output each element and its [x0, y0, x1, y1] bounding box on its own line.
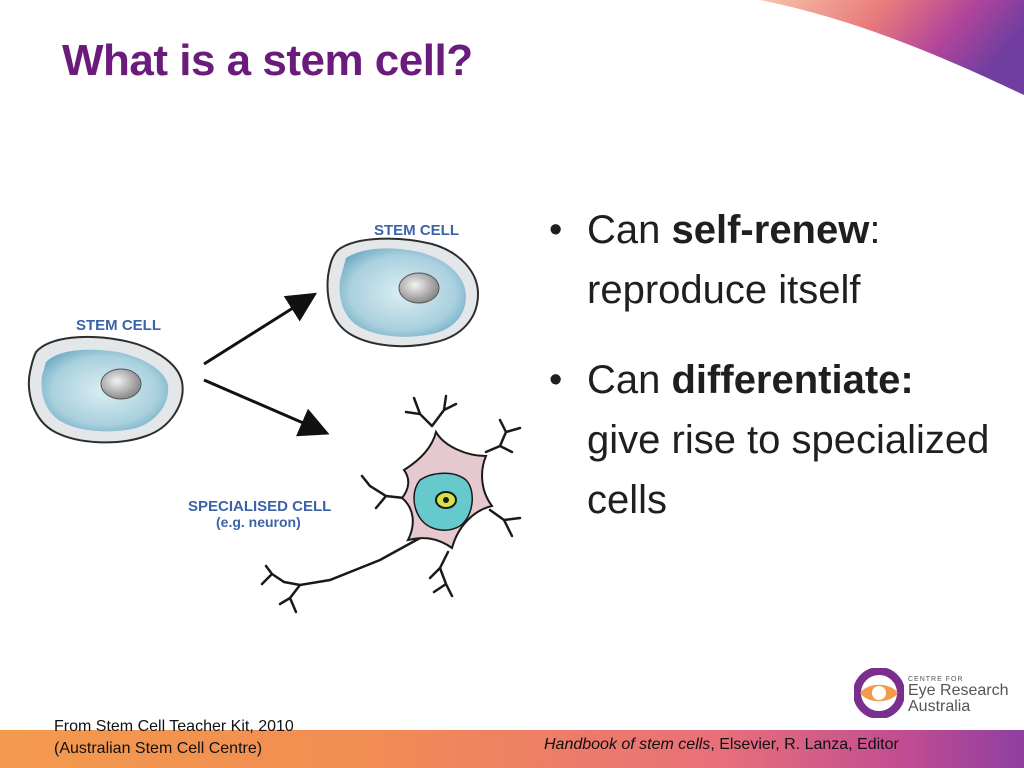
bullet-1-prefix: Can — [587, 208, 672, 252]
arrow-self-renew — [203, 292, 318, 366]
slide-title: What is a stem cell? — [62, 36, 473, 85]
logo-line2: Australia — [908, 698, 971, 715]
logo-small-text: CENTRE FOR — [908, 676, 964, 683]
neuron-center-dot — [443, 497, 449, 503]
specialised-cell-sub: (e.g. neuron) — [216, 514, 301, 530]
specialised-cell-label: SPECIALISED CELL — [188, 498, 331, 515]
bullet-1-rest: reproduce itself — [587, 268, 861, 312]
bullet-2-bold: differentiate: — [671, 358, 914, 402]
footer-left-line2: (Australian Stem Cell Centre) — [54, 740, 263, 757]
bullet-differentiate: • Can differentiate: give rise to specia… — [545, 350, 1015, 530]
logo: CENTRE FOR Eye Research Australia — [854, 668, 1024, 718]
bullet-list: • Can self-renew: reproduce itself • Can… — [545, 200, 1015, 530]
footer-right-italic: Handbook of stem cells — [544, 736, 711, 753]
bullet-1-bold: self-renew — [671, 208, 870, 252]
footer-source-right: Handbook of stem cells, Elsevier, R. Lan… — [544, 736, 899, 754]
bullet-marker: • — [549, 359, 563, 401]
stem-cell-top — [326, 237, 480, 348]
stem-cell-diagram: STEM CELL STEM CELL SPECIALISED CELL (e.… — [27, 222, 522, 614]
bullet-marker: • — [549, 209, 563, 251]
footer-right-rest: , Elsevier, R. Lanza, Editor — [710, 736, 899, 753]
footer-band — [0, 730, 1024, 768]
footer-source-left: From Stem Cell Teacher Kit, 2010 (Austra… — [54, 716, 294, 760]
arrow-differentiate — [203, 378, 330, 437]
footer-left-line1: From Stem Cell Teacher Kit, 2010 — [54, 718, 294, 735]
logo-line1: Eye Research — [908, 682, 1009, 699]
bullet-2-rest: give rise to specialized cells — [587, 418, 990, 522]
stem-cell-left — [27, 335, 184, 444]
bullet-1-suffix: : — [869, 208, 881, 252]
stem-cell-left-label: STEM CELL — [76, 317, 161, 334]
neuron-cell — [260, 394, 522, 614]
bullet-2-prefix: Can — [587, 358, 672, 402]
stem-cell-top-label: STEM CELL — [374, 222, 459, 239]
eye-logo-icon — [854, 668, 904, 718]
bullet-self-renew: • Can self-renew: reproduce itself — [545, 200, 1015, 320]
